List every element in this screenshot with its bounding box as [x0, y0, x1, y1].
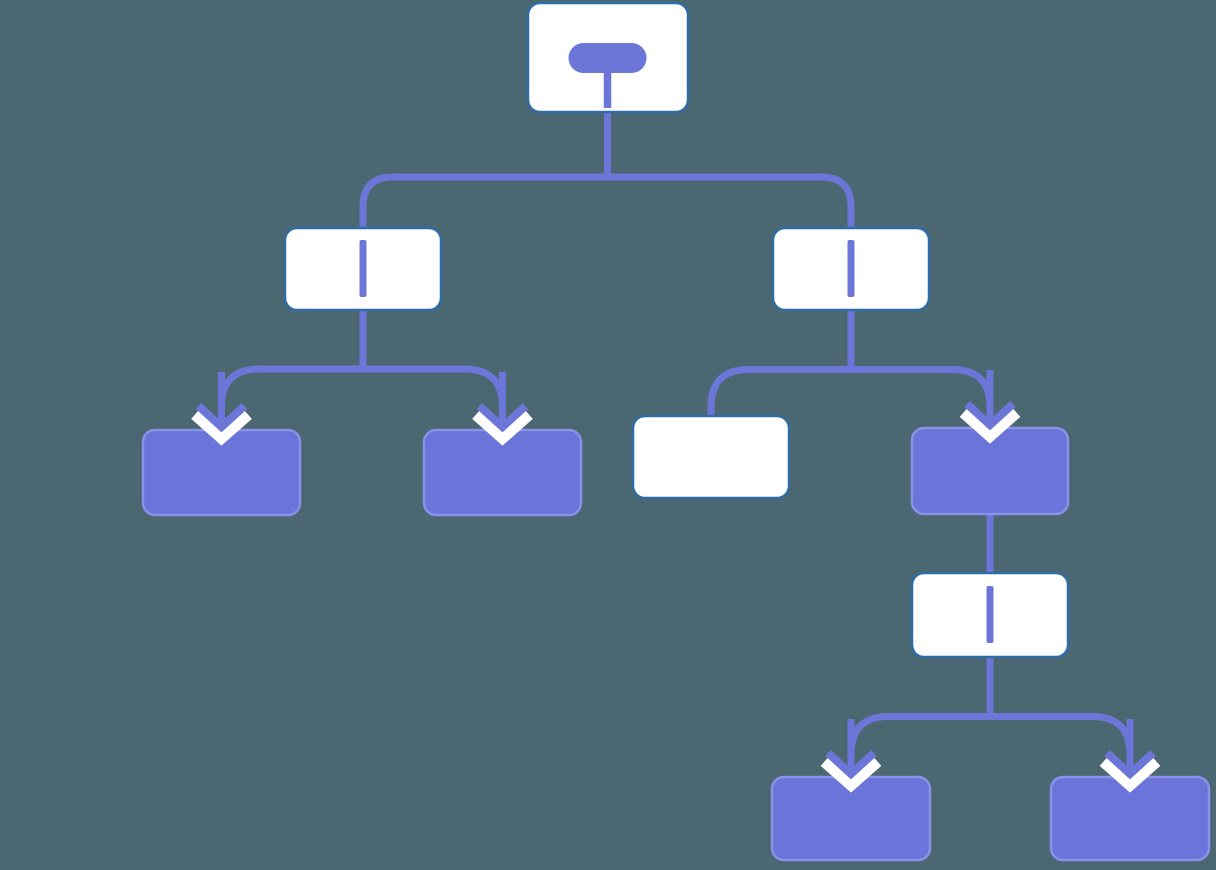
node-branch-bottom[interactable]	[910, 571, 1070, 659]
edge-start-to-branches	[359, 173, 855, 228]
node-start[interactable]	[526, 1, 690, 114]
vertical-line-icon	[847, 240, 855, 297]
node-branch-right[interactable]	[771, 226, 931, 312]
vertical-line-icon	[986, 586, 994, 643]
pill-icon	[568, 43, 647, 73]
vertical-line-icon	[359, 240, 367, 297]
node-card[interactable]	[631, 414, 791, 500]
node-branch-left[interactable]	[283, 226, 443, 312]
node-card-plain[interactable]	[631, 414, 791, 500]
